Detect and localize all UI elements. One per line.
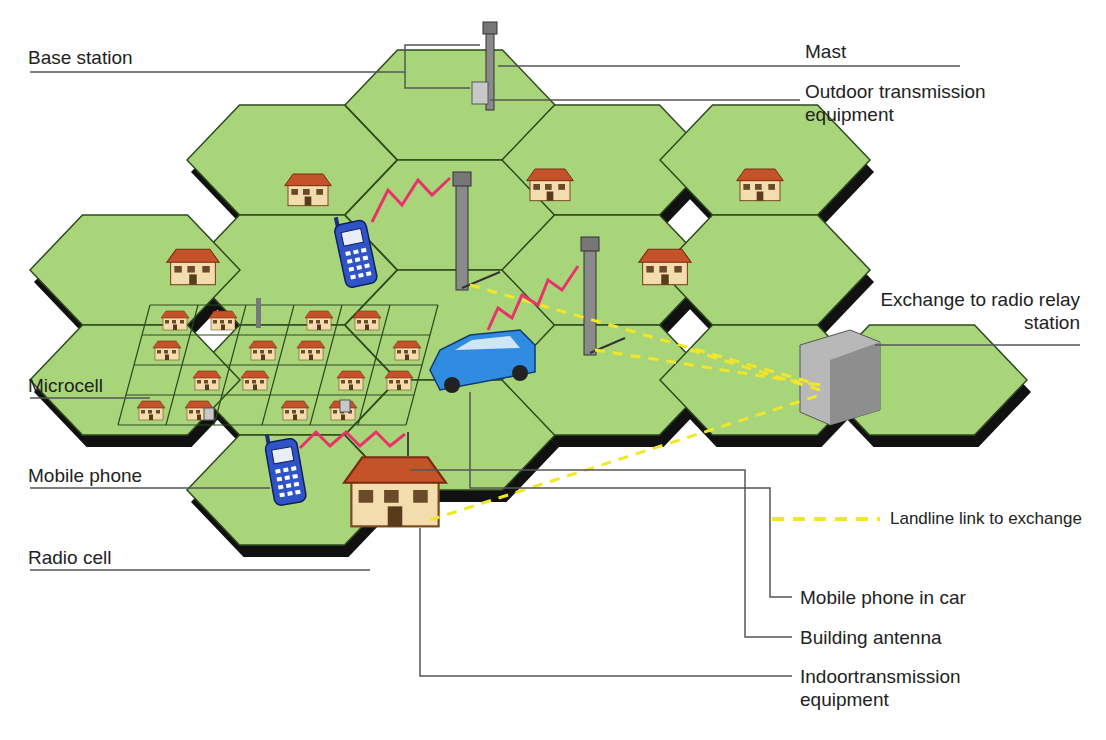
callout-label: Mast <box>805 40 846 63</box>
callout-label: Outdoor transmission equipment <box>805 80 1055 126</box>
callout-label: Base station <box>28 46 133 69</box>
legend-text: Landline link to exchange <box>890 507 1082 530</box>
callout-label: Mobile phone in car <box>800 586 966 609</box>
callout-label: Microcell <box>28 374 103 397</box>
callout-label: Mobile phone <box>28 464 142 487</box>
callout-label: Building antenna <box>800 626 942 649</box>
legend-sample <box>772 517 880 521</box>
callout-label: Radio cell <box>28 546 111 569</box>
callout-label: Exchange to radio relay station <box>845 288 1080 334</box>
callout-label: Indoortransmission equipment <box>800 665 1050 711</box>
